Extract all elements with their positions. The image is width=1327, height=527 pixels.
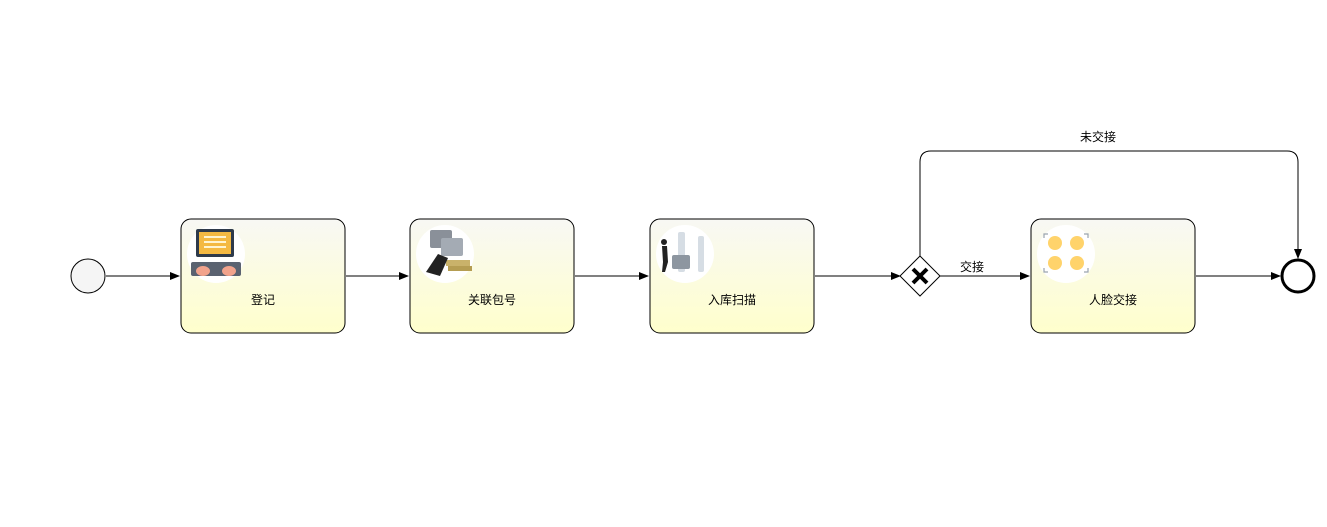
task-warehouse-scan-label: 入库扫描 xyxy=(708,292,756,307)
task-face-handover-label: 人脸交接 xyxy=(1089,292,1137,307)
end-event[interactable] xyxy=(1280,258,1316,294)
warehouse-scan-icon xyxy=(656,225,714,283)
task-register[interactable]: 登记 xyxy=(180,218,346,334)
start-event[interactable] xyxy=(70,258,106,294)
keyboard-monitor-icon xyxy=(187,225,245,283)
flow-label-not-handed: 未交接 xyxy=(1080,129,1116,144)
money-bag-icon xyxy=(416,225,474,283)
task-link-package-label: 关联包号 xyxy=(468,293,516,307)
task-register-label: 登记 xyxy=(251,292,275,307)
exclusive-gateway[interactable] xyxy=(899,255,941,297)
face-recognition-icon xyxy=(1037,225,1095,283)
flow-gateway-to-end-not-handed xyxy=(919,150,1302,259)
task-link-package[interactable]: 关联包号 xyxy=(409,218,575,334)
flow-label-handed: 交接 xyxy=(960,259,984,274)
x-gateway-icon xyxy=(911,267,929,285)
task-face-handover[interactable]: 人脸交接 xyxy=(1030,218,1196,334)
task-warehouse-scan[interactable]: 入库扫描 xyxy=(649,218,815,334)
